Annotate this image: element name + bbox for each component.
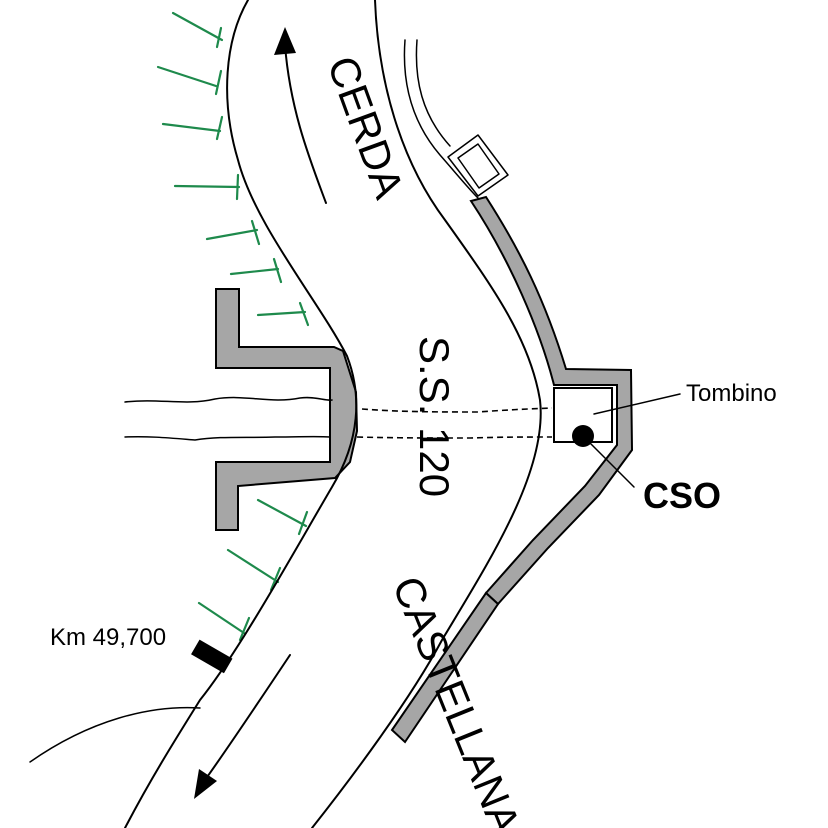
road-code-label: S.S. 120: [411, 336, 458, 497]
culvert-pipe-upper: [361, 407, 553, 413]
road-name-north-label: CERDA: [319, 50, 413, 204]
slope-mark-icon: [256, 301, 310, 327]
slope-mark-icon: [173, 173, 241, 201]
slope-mark-icon: [197, 601, 251, 642]
road-edge-left: [124, 0, 358, 828]
headwall-left: [215, 288, 359, 531]
side-road-inner: [415, 39, 451, 147]
direction-arrow-south: [194, 654, 291, 799]
stream-bank-upper: [124, 396, 333, 403]
slope-mark-icon: [226, 548, 282, 592]
direction-arrow-icon: [274, 27, 296, 55]
km-marker: [29, 639, 233, 763]
tombino-leader-line: [593, 393, 681, 415]
km-marker-label: Km 49,700: [50, 624, 166, 651]
stream-bank-lower: [124, 435, 331, 441]
slope-mark-icon: [171, 11, 224, 49]
road-edge-right: [311, 0, 542, 828]
slope-mark-icon: [161, 115, 224, 141]
slope-mark-icon: [229, 257, 283, 284]
cso-leader-line: [582, 435, 635, 488]
direction-arrow-icon: [194, 769, 217, 799]
cso-label: CSO: [643, 475, 721, 516]
direction-arrow-north: [274, 27, 327, 204]
side-road-outer: [403, 39, 479, 199]
km-marker-icon: [191, 639, 233, 674]
slope-mark-icon: [256, 498, 309, 536]
slope-mark-icon: [156, 65, 223, 96]
slope-marks-upper: [156, 11, 310, 327]
slope-marks-lower: [197, 498, 309, 642]
tombino-label: Tombino: [686, 380, 777, 407]
building: [447, 134, 509, 197]
slope-mark-icon: [205, 219, 261, 246]
culvert-pipe-lower: [356, 436, 553, 439]
retaining-wall-right-lower: [390, 591, 500, 744]
